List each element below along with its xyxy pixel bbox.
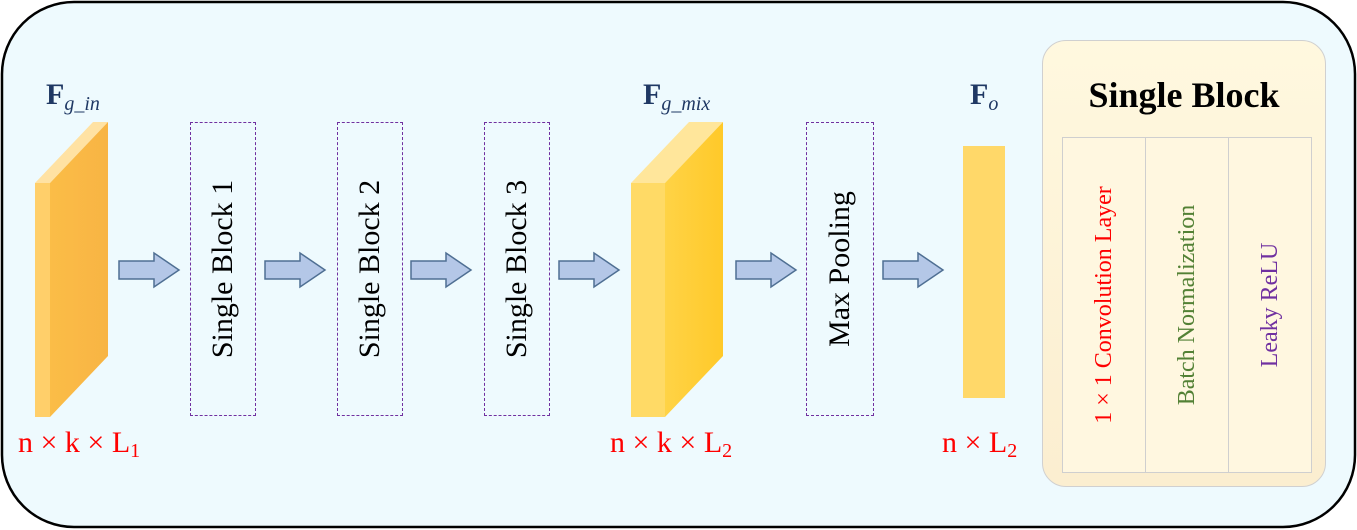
arrow-right-icon: [558, 251, 621, 289]
dimension-label-in: n × k × L1: [18, 426, 141, 462]
legend-item-leaky-relu: Leaky ReLU: [1228, 137, 1312, 473]
single-block-3: Single Block 3: [484, 122, 550, 416]
arrow-right-icon: [264, 251, 327, 289]
arrow-right-icon: [410, 251, 473, 289]
single-block-1-label: Single Block 1: [206, 179, 239, 359]
legend-item-convolution: 1 × 1 Convolution Layer: [1062, 137, 1146, 473]
legend-item-convolution-label: 1 × 1 Convolution Layer: [1091, 186, 1117, 424]
feature-label-mix: Fg_mix: [643, 78, 711, 115]
legend-item-leaky-relu-label: Leaky ReLU: [1257, 242, 1283, 368]
arrow-right-icon: [882, 251, 945, 289]
single-block-2: Single Block 2: [337, 122, 403, 416]
feature-map-out: [963, 146, 1005, 398]
legend-title: Single Block: [1088, 75, 1280, 115]
feature-map-mix: [631, 122, 723, 417]
single-block-2-label: Single Block 2: [353, 179, 386, 359]
feature-map-in: [35, 122, 108, 417]
legend-item-batch-normalization: Batch Normalization: [1145, 137, 1229, 473]
legend-item-batch-normalization-label: Batch Normalization: [1174, 204, 1200, 406]
feature-label-in: Fg_in: [46, 78, 100, 115]
arrow-right-icon: [735, 251, 798, 289]
single-block-1: Single Block 1: [190, 122, 256, 416]
single-block-legend: Single Block 1 × 1 Convolution Layer Bat…: [1042, 40, 1326, 487]
max-pooling-block: Max Pooling: [806, 122, 874, 416]
arrow-right-icon: [118, 251, 181, 289]
feature-label-out: Fo: [970, 78, 999, 115]
dimension-label-mix: n × k × L2: [610, 426, 733, 462]
max-pooling-label: Max Pooling: [823, 191, 856, 347]
single-block-3-label: Single Block 3: [500, 179, 533, 359]
dimension-label-out: n × L2: [942, 426, 1018, 462]
